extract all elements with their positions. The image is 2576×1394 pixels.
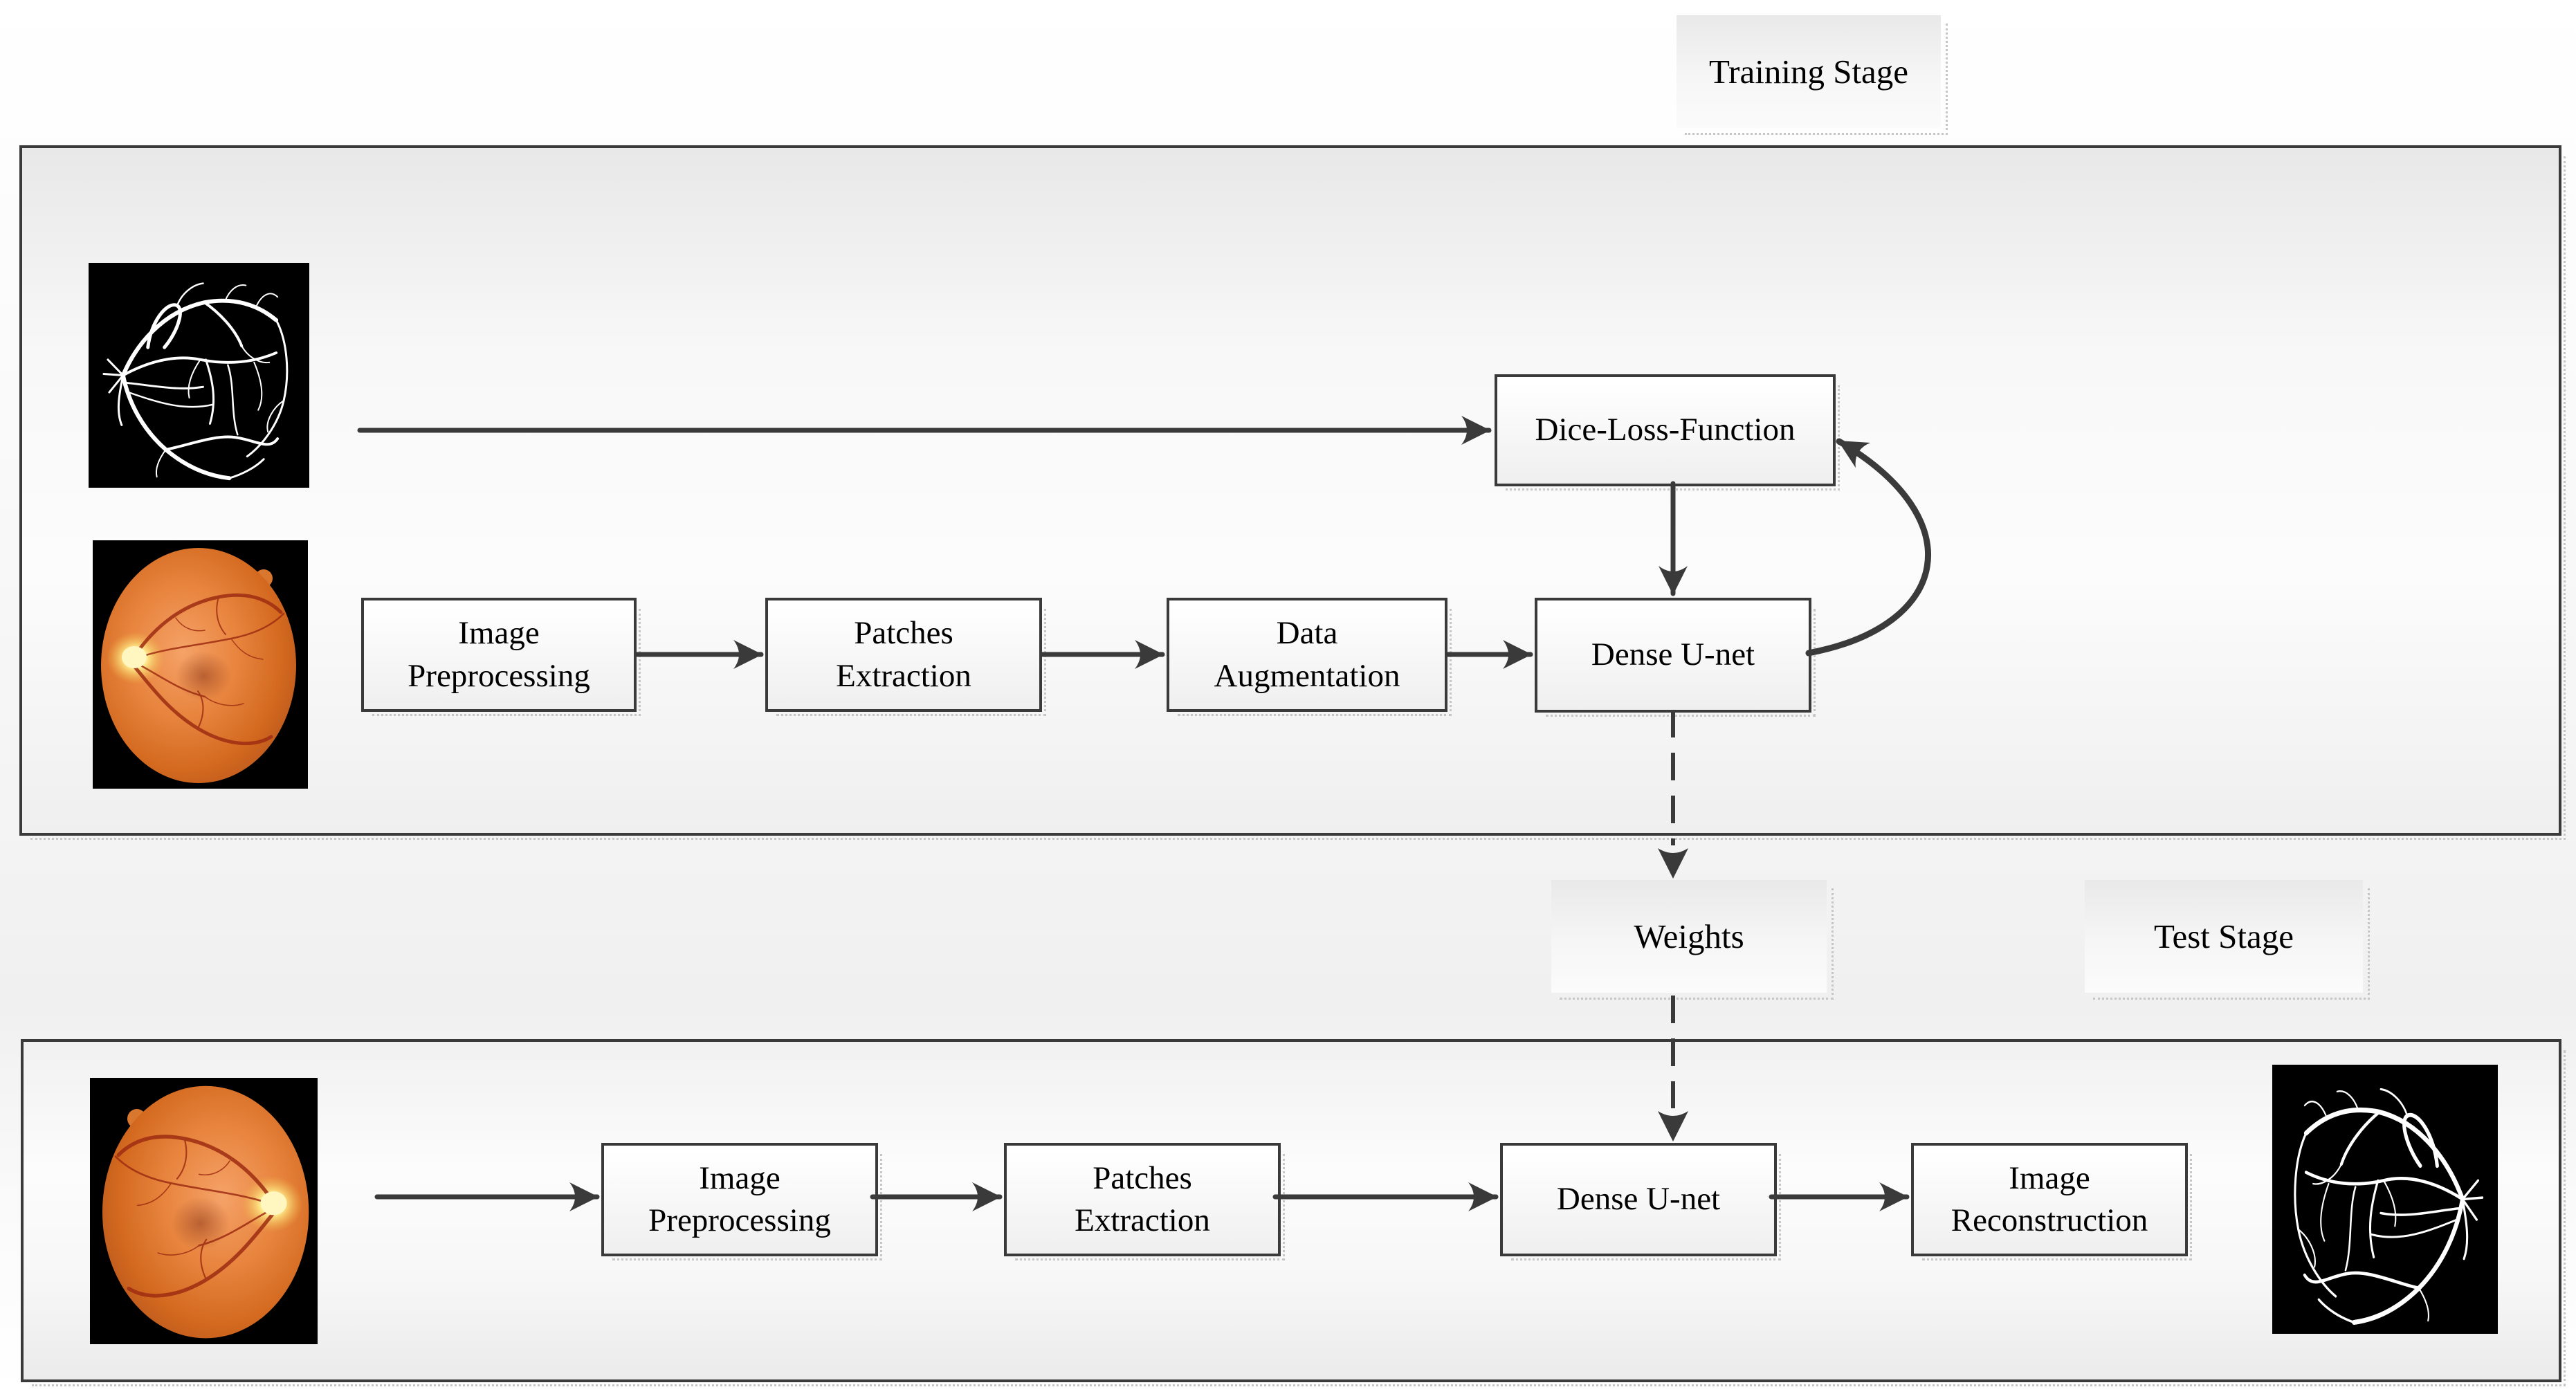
training-stage-label-text: Training Stage: [1708, 53, 1909, 91]
training-dense-unet-box: Dense U-net: [1535, 598, 1816, 717]
dice-loss-function-label: Dice-Loss-Function: [1535, 412, 1796, 448]
dice-loss-function-box: Dice-Loss-Function: [1495, 374, 1840, 490]
training-fundus-image: [93, 540, 308, 789]
training-stage-label: Training Stage: [1677, 15, 1948, 135]
training-patches-extraction-box: Patches Extraction: [765, 598, 1046, 716]
weights-label: Weights: [1551, 880, 1834, 1000]
arrowhead-into-weights: [1658, 848, 1688, 879]
training-image-preprocessing-label: Image Preprocessing: [408, 615, 590, 694]
test-image-reconstruction-label: Image Reconstruction: [1951, 1159, 2148, 1238]
test-image-preprocessing-label: Image Preprocessing: [648, 1159, 831, 1238]
test-patches-extraction-box: Patches Extraction: [1004, 1143, 1285, 1260]
weights-label-text: Weights: [1634, 917, 1744, 955]
test-image-reconstruction-box: Image Reconstruction: [1911, 1143, 2192, 1260]
training-stage-panel: [19, 145, 2566, 840]
training-patches-extraction-label: Patches Extraction: [836, 615, 971, 694]
groundtruth-vessel-mask-image: [89, 263, 309, 488]
training-data-augmentation-label: Data Augmentation: [1214, 615, 1400, 694]
training-dense-unet-label: Dense U-net: [1591, 636, 1755, 673]
test-stage-label: Test Stage: [2085, 880, 2370, 1000]
test-fundus-image: [90, 1078, 318, 1344]
test-dense-unet-box: Dense U-net: [1500, 1143, 1781, 1260]
output-vessel-mask-image: [2272, 1065, 2498, 1334]
training-data-augmentation-box: Data Augmentation: [1167, 598, 1452, 716]
test-image-preprocessing-box: Image Preprocessing: [601, 1143, 882, 1260]
test-stage-label-text: Test Stage: [2153, 917, 2294, 955]
test-patches-extraction-label: Patches Extraction: [1075, 1159, 1210, 1238]
training-image-preprocessing-box: Image Preprocessing: [361, 598, 641, 716]
test-dense-unet-label: Dense U-net: [1556, 1181, 1721, 1218]
